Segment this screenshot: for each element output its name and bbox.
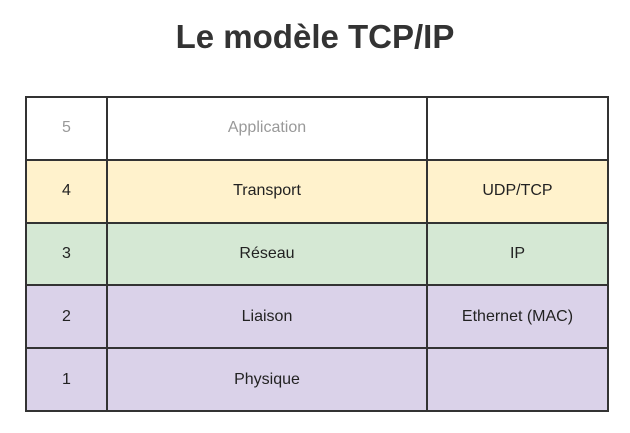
tcpip-layer-table: 5 Application 4 Transport UDP/TCP 3 Rése… xyxy=(25,96,609,412)
layer-row-physique: 1 Physique xyxy=(25,347,609,412)
layer-name: Application xyxy=(106,96,428,161)
layer-protocol: Ethernet (MAC) xyxy=(426,284,609,350)
layer-protocol xyxy=(426,96,609,161)
layer-protocol: UDP/TCP xyxy=(426,158,609,224)
layer-number: 2 xyxy=(25,284,108,350)
diagram-title: Le modèle TCP/IP xyxy=(175,18,455,55)
layer-name: Liaison xyxy=(106,284,428,350)
layer-number: 1 xyxy=(25,347,108,412)
layer-row-liaison: 2 Liaison Ethernet (MAC) xyxy=(25,284,609,350)
layer-number: 5 xyxy=(25,96,108,161)
layer-name: Physique xyxy=(106,347,428,412)
layer-name: Transport xyxy=(106,158,428,224)
layer-name: Réseau xyxy=(106,221,428,287)
layer-row-application: 5 Application xyxy=(25,96,609,161)
layer-number: 3 xyxy=(25,221,108,287)
layer-row-reseau: 3 Réseau IP xyxy=(25,221,609,287)
layer-protocol xyxy=(426,347,609,412)
layer-number: 4 xyxy=(25,158,108,224)
layer-protocol: IP xyxy=(426,221,609,287)
layer-row-transport: 4 Transport UDP/TCP xyxy=(25,158,609,224)
